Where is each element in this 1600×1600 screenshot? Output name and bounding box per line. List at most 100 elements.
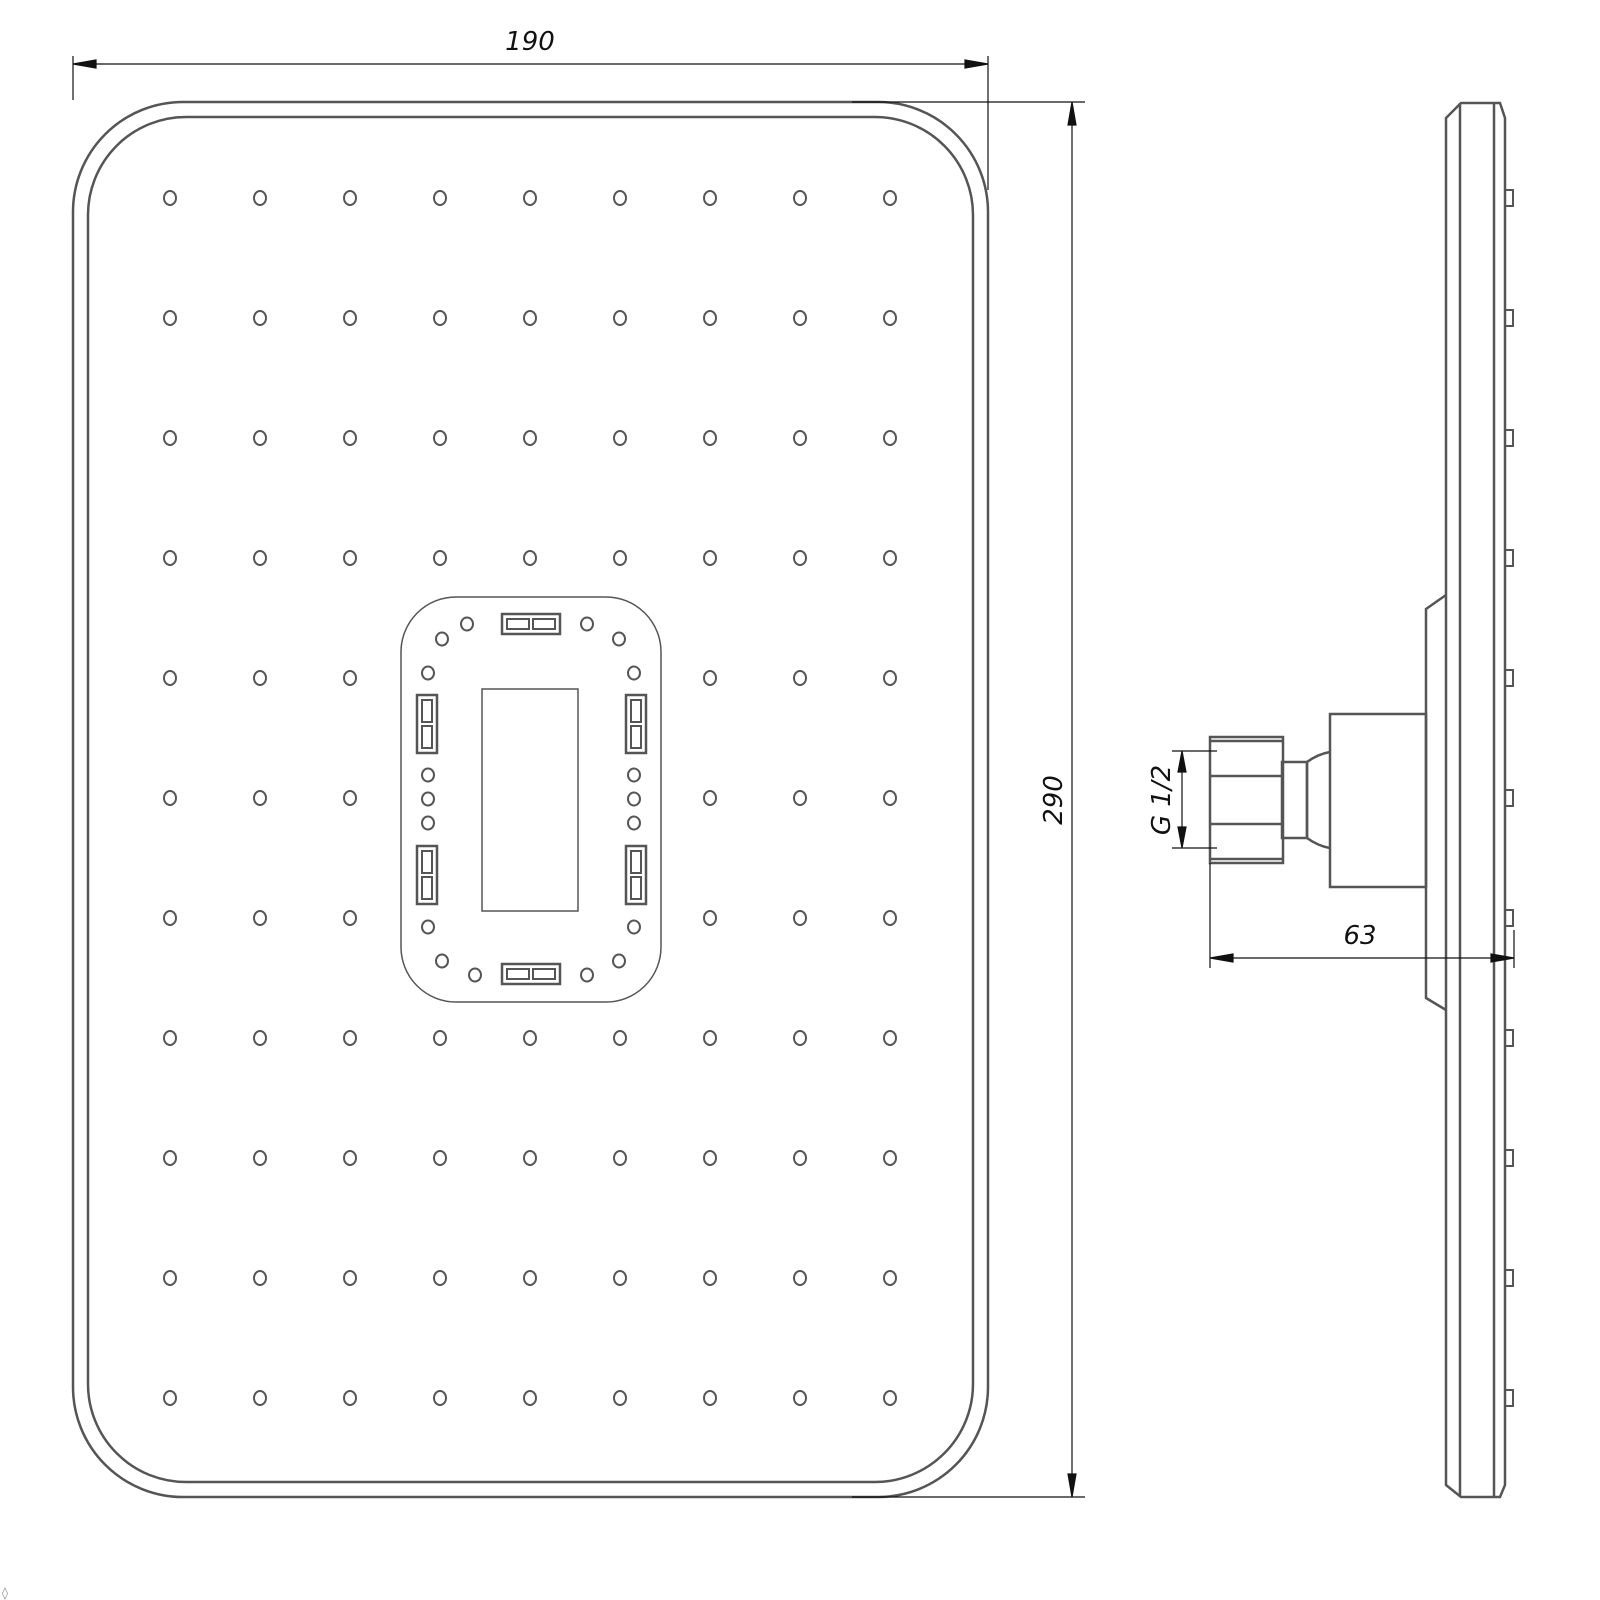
nozzle-hole xyxy=(253,310,267,326)
nozzle-hole xyxy=(253,1030,267,1046)
nozzle-hole xyxy=(253,670,267,686)
nozzle-hole xyxy=(433,1150,447,1166)
slot-vertical xyxy=(415,693,439,755)
nozzle-hole xyxy=(253,1150,267,1166)
panel-slots xyxy=(415,612,648,986)
nozzle-hole xyxy=(253,790,267,806)
nozzle-hole xyxy=(793,670,807,686)
panel-hole xyxy=(627,791,641,807)
nozzle-hole xyxy=(433,1390,447,1406)
nozzle-hole xyxy=(613,1390,627,1406)
nozzle-hole xyxy=(343,550,357,566)
nozzle-hole xyxy=(883,1030,897,1046)
side-nozzle xyxy=(1504,429,1514,447)
mount-block xyxy=(1328,712,1428,889)
nozzle-hole xyxy=(703,550,717,566)
nozzle-hole xyxy=(523,310,537,326)
panel-hole xyxy=(421,919,435,935)
nozzle-hole xyxy=(883,1390,897,1406)
nozzle-hole xyxy=(523,1390,537,1406)
nozzle-hole xyxy=(343,910,357,926)
slot-vertical xyxy=(415,844,439,906)
nozzle-hole xyxy=(253,190,267,206)
nozzle-grid xyxy=(163,190,897,1406)
nozzle-hole xyxy=(163,1150,177,1166)
nozzle-hole xyxy=(793,1390,807,1406)
center-panel-outline xyxy=(400,596,662,1003)
nozzle-hole xyxy=(793,430,807,446)
nozzle-hole xyxy=(523,430,537,446)
side-nozzle xyxy=(1504,1389,1514,1407)
nozzle-hole xyxy=(883,1150,897,1166)
side-nozzle xyxy=(1504,669,1514,687)
slot-vertical xyxy=(624,844,648,906)
nozzle-hole xyxy=(793,1030,807,1046)
side-nozzle xyxy=(1504,789,1514,807)
nozzle-hole xyxy=(793,1150,807,1166)
nozzle-hole xyxy=(523,550,537,566)
side-nozzle xyxy=(1504,1029,1514,1047)
hex-nut xyxy=(1208,735,1285,865)
nozzle-hole xyxy=(433,310,447,326)
nozzle-hole xyxy=(703,670,717,686)
height-dimension-label: 290 xyxy=(1039,775,1069,825)
panel-hole xyxy=(435,953,449,969)
panel-hole xyxy=(421,767,435,783)
side-nozzle xyxy=(1504,189,1514,207)
nozzle-hole xyxy=(703,790,717,806)
panel-hole xyxy=(460,616,474,632)
nozzle-hole xyxy=(253,1270,267,1286)
nozzle-hole xyxy=(253,910,267,926)
nozzle-hole xyxy=(343,1270,357,1286)
nozzle-hole xyxy=(793,190,807,206)
nozzle-hole xyxy=(883,190,897,206)
panel-hole xyxy=(627,919,641,935)
nozzle-hole xyxy=(433,550,447,566)
nozzle-hole xyxy=(253,1390,267,1406)
nozzle-hole xyxy=(163,910,177,926)
nozzle-hole xyxy=(343,190,357,206)
panel-hole xyxy=(627,767,641,783)
panel-hole xyxy=(435,631,449,647)
nozzle-hole xyxy=(883,550,897,566)
side-view xyxy=(1208,101,1514,1499)
panel-hole xyxy=(627,815,641,831)
nozzle-hole xyxy=(613,1030,627,1046)
thread-dimension xyxy=(1172,750,1217,849)
nozzle-hole xyxy=(703,310,717,326)
nozzle-hole xyxy=(523,1270,537,1286)
nozzle-hole xyxy=(883,1270,897,1286)
nozzle-hole xyxy=(703,1150,717,1166)
nozzle-hole xyxy=(343,1030,357,1046)
panel-hole xyxy=(421,665,435,681)
panel-hole xyxy=(627,665,641,681)
nozzle-hole xyxy=(343,310,357,326)
nozzle-hole xyxy=(163,550,177,566)
nozzle-hole xyxy=(343,430,357,446)
nozzle-hole xyxy=(883,310,897,326)
nozzle-hole xyxy=(433,430,447,446)
depth-dimension xyxy=(1209,863,1515,968)
nozzle-hole xyxy=(613,310,627,326)
nozzle-hole xyxy=(343,670,357,686)
nozzle-hole xyxy=(703,430,717,446)
center-window xyxy=(481,688,579,912)
nozzle-hole xyxy=(253,550,267,566)
nozzle-hole xyxy=(343,1390,357,1406)
outer-shell-outline xyxy=(71,100,990,1499)
side-nozzle xyxy=(1504,1269,1514,1287)
nozzle-hole xyxy=(163,1390,177,1406)
nozzle-hole xyxy=(523,1150,537,1166)
panel-hole xyxy=(468,967,482,983)
nozzle-hole xyxy=(703,910,717,926)
nozzle-hole xyxy=(163,310,177,326)
nozzle-hole xyxy=(343,790,357,806)
width-dimension xyxy=(72,56,989,190)
height-dimension xyxy=(852,101,1085,1498)
panel-hole xyxy=(612,631,626,647)
nozzle-hole xyxy=(883,790,897,806)
nozzle-hole xyxy=(433,1270,447,1286)
nozzle-hole xyxy=(523,1030,537,1046)
nozzle-hole xyxy=(703,1390,717,1406)
